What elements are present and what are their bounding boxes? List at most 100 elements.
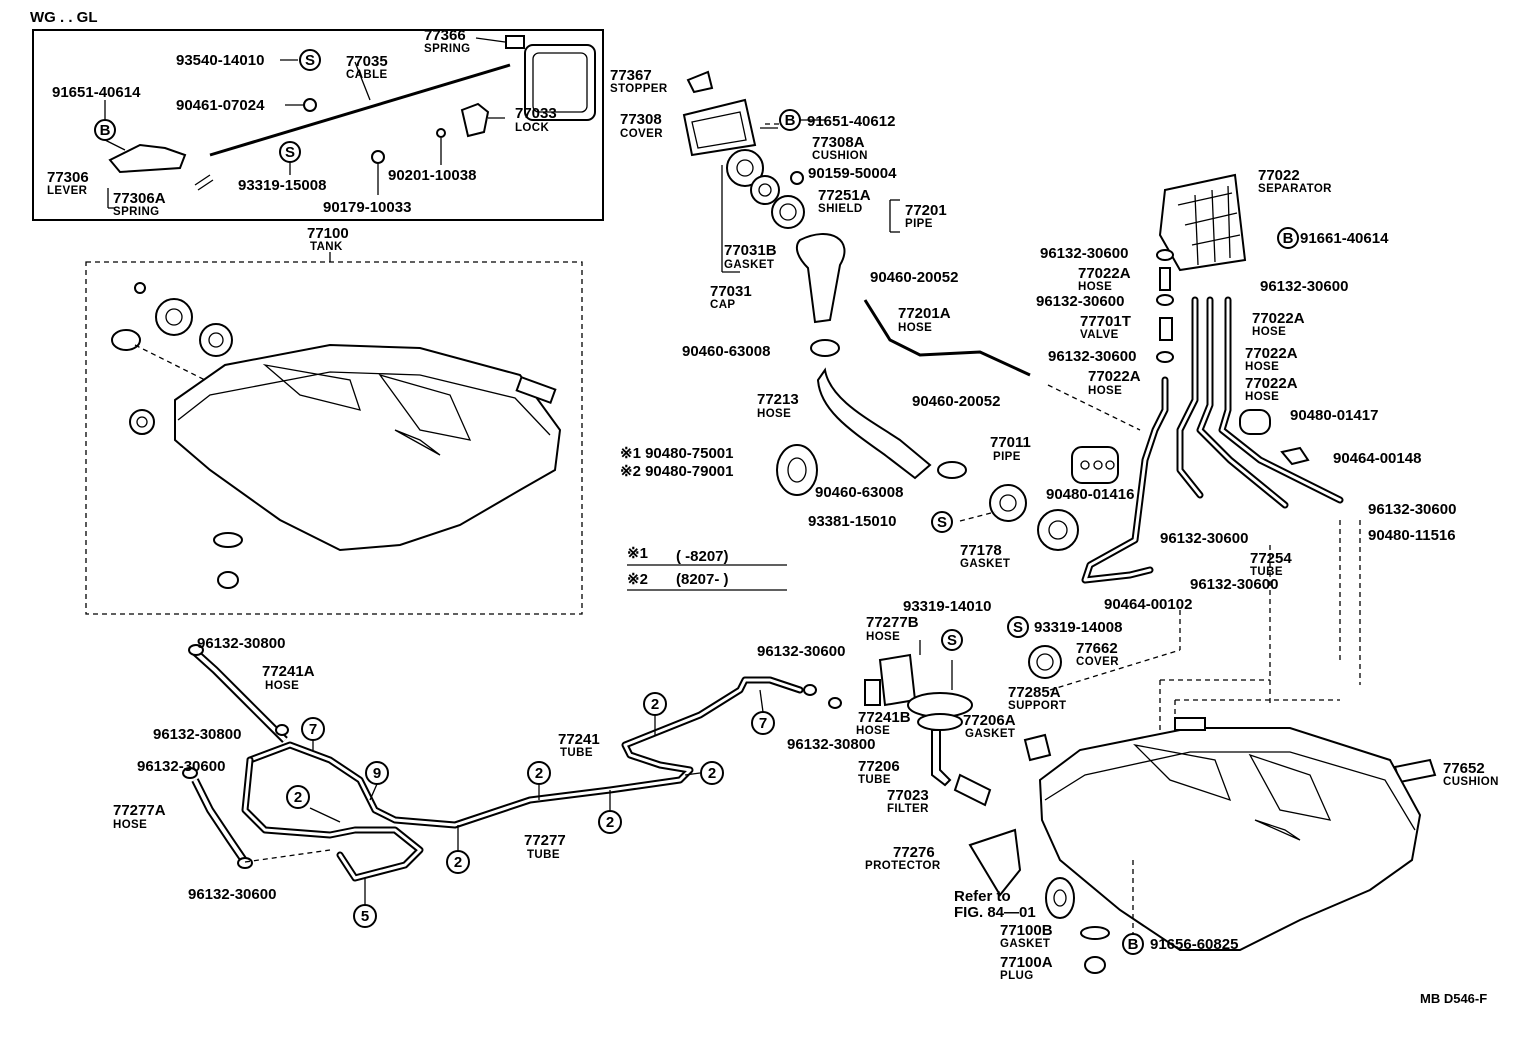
svg-text:77022: 77022: [1258, 167, 1300, 184]
svg-text:77100: 77100: [307, 225, 349, 242]
svg-text:77241B: 77241B: [858, 709, 911, 726]
svg-text:( -8207): ( -8207): [676, 548, 729, 565]
svg-text:HOSE: HOSE: [1088, 385, 1122, 397]
sender-parts-drawing: [864, 645, 1437, 974]
label-96132-30600-a: 96132-30600: [1040, 245, 1128, 262]
svg-text:COVER: COVER: [1076, 656, 1119, 668]
svg-text:77366: 77366: [424, 27, 466, 44]
svg-text:GASKET: GASKET: [960, 558, 1010, 570]
svg-text:77206: 77206: [858, 758, 900, 775]
svg-text:TUBE: TUBE: [858, 774, 891, 786]
svg-text:77031B: 77031B: [724, 242, 777, 259]
svg-text:TUBE: TUBE: [560, 747, 593, 759]
svg-text:77306A: 77306A: [113, 190, 166, 207]
label-93381-15010: 93381-15010: [808, 513, 896, 530]
svg-text:B: B: [785, 112, 796, 129]
svg-text:CAP: CAP: [710, 299, 735, 311]
label-93319-14008: 93319-14008: [1034, 619, 1122, 636]
lid-opener-inset: [32, 29, 604, 221]
svg-text:HOSE: HOSE: [113, 819, 147, 831]
svg-text:77022A: 77022A: [1245, 375, 1298, 392]
svg-text:77031: 77031: [710, 283, 752, 300]
label-96132-30600-f: 96132-30600: [1160, 530, 1248, 547]
svg-text:S: S: [937, 514, 947, 531]
tank-assembly-box: [85, 261, 583, 615]
svg-text:LEVER: LEVER: [47, 185, 88, 197]
svg-text:VALVE: VALVE: [1080, 329, 1119, 341]
svg-text:77277: 77277: [524, 832, 566, 849]
callout-2-b: 2: [446, 850, 470, 874]
svg-text:77308A: 77308A: [812, 134, 865, 151]
svg-text:S: S: [305, 52, 315, 69]
svg-text:PIPE: PIPE: [905, 218, 933, 230]
svg-text:77022A: 77022A: [1088, 368, 1141, 385]
svg-text:SPRING: SPRING: [113, 206, 160, 218]
svg-text:PROTECTOR: PROTECTOR: [865, 860, 941, 872]
svg-text:77241A: 77241A: [262, 663, 315, 680]
cable-drawing: [209, 63, 511, 157]
label-96132-30600-b: 96132-30600: [1260, 278, 1348, 295]
label-90460-20052-b: 90460-20052: [912, 393, 1000, 410]
label-96132-30600-g: 96132-30600: [1190, 576, 1278, 593]
svg-text:77023: 77023: [887, 787, 929, 804]
svg-text:GASKET: GASKET: [1000, 938, 1050, 950]
svg-text:2: 2: [454, 854, 462, 871]
svg-text:77701T: 77701T: [1080, 313, 1131, 330]
lid-drawing: [524, 44, 596, 121]
legend: ※1 ( -8207) ※2 (8207- ): [627, 545, 787, 591]
label-90460-63008-a: 90460-63008: [682, 343, 770, 360]
svg-text:S: S: [947, 632, 957, 649]
svg-text:SEPARATOR: SEPARATOR: [1258, 183, 1332, 195]
svg-text:※2: ※2: [627, 571, 648, 588]
spring-77366-drawing: [505, 35, 525, 49]
svg-text:HOSE: HOSE: [866, 631, 900, 643]
svg-text:77662: 77662: [1076, 640, 1118, 657]
svg-text:77367: 77367: [610, 67, 652, 84]
svg-text:HOSE: HOSE: [1252, 326, 1286, 338]
label-91651-40612: 91651-40612: [807, 113, 895, 130]
svg-text:FILTER: FILTER: [887, 803, 929, 815]
svg-text:77277A: 77277A: [113, 802, 166, 819]
svg-text:77652: 77652: [1443, 760, 1485, 777]
label-90159-50004: 90159-50004: [808, 165, 897, 182]
svg-text:9: 9: [373, 765, 381, 782]
refer-line-2: FIG. 84—01: [954, 904, 1036, 921]
svg-text:77251A: 77251A: [818, 187, 871, 204]
svg-text:77033: 77033: [515, 105, 557, 122]
svg-text:77277B: 77277B: [866, 614, 919, 631]
label-90480-75001: ※1 90480-75001: [620, 445, 734, 462]
svg-text:B: B: [100, 122, 111, 139]
callout-2-f: 2: [700, 761, 724, 785]
label-90179-10033: 90179-10033: [323, 199, 411, 216]
label-91661-40614: 91661-40614: [1300, 230, 1389, 247]
svg-text:77022A: 77022A: [1245, 345, 1298, 362]
label-93319-15008: 93319-15008: [238, 177, 326, 194]
label-93540-14010: 93540-14010: [176, 52, 264, 69]
svg-text:PLUG: PLUG: [1000, 970, 1034, 982]
label-96132-30600-d: 96132-30600: [1048, 348, 1136, 365]
svg-text:TUBE: TUBE: [527, 849, 560, 861]
svg-text:77035: 77035: [346, 53, 388, 70]
label-90480-79001: ※2 90480-79001: [620, 463, 734, 480]
svg-text:77213: 77213: [757, 391, 799, 408]
svg-text:HOSE: HOSE: [265, 680, 299, 692]
